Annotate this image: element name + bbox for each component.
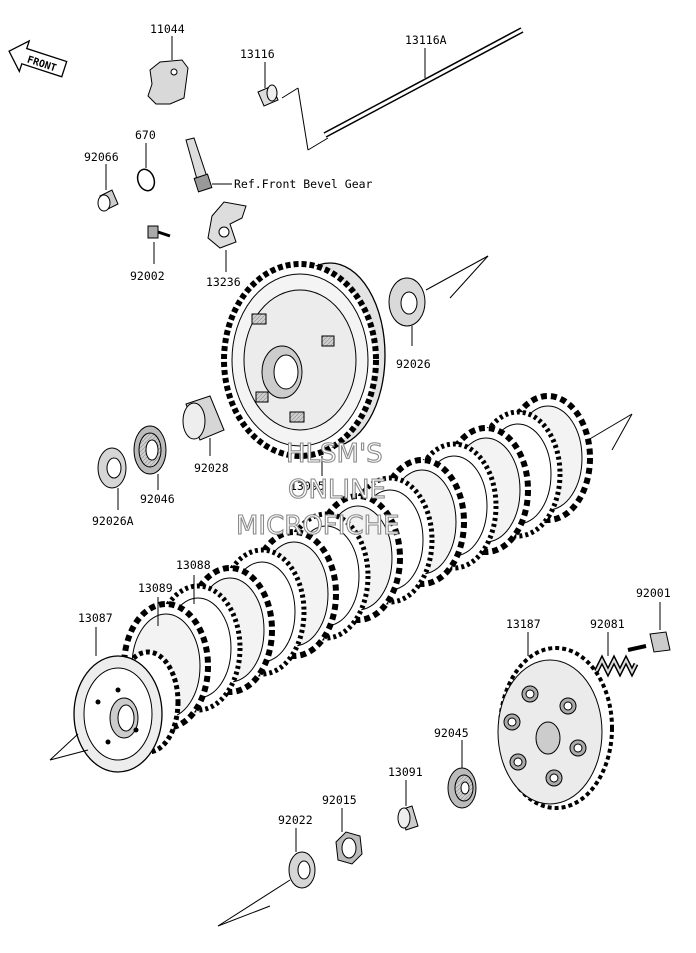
label-13089: 13089 xyxy=(138,581,173,595)
label-92045: 92045 xyxy=(434,726,469,740)
label-92028: 92028 xyxy=(194,461,229,475)
label-11044: 11044 xyxy=(150,22,185,36)
bearing-92045 xyxy=(447,740,477,809)
label-13095: 13095 xyxy=(290,479,325,493)
bolt-92001 xyxy=(627,602,671,653)
front-arrow-icon: FRONT xyxy=(8,39,68,78)
label-13116A: 13116A xyxy=(405,33,447,47)
lever-13236 xyxy=(207,201,247,272)
label-92081: 92081 xyxy=(590,617,625,631)
label-92015: 92015 xyxy=(322,793,357,807)
watermark-line-2: ONLINE xyxy=(288,475,386,505)
nut-92015 xyxy=(335,808,363,865)
label-13091: 13091 xyxy=(388,765,423,779)
sleeve-92028 xyxy=(182,395,225,456)
pressure-plate-13187 xyxy=(497,632,614,810)
oring-670 xyxy=(136,143,156,192)
washer-92026A xyxy=(97,447,127,510)
label-670: 670 xyxy=(135,128,156,142)
spring-92081 xyxy=(593,632,639,678)
label-13087: 13087 xyxy=(78,611,113,625)
watermark-line-3: MICROFICHE xyxy=(236,511,400,541)
pushrod-13116A xyxy=(323,27,524,138)
plug-92066 xyxy=(97,164,119,212)
ref-note: Ref.Front Bevel Gear xyxy=(234,177,373,191)
label-92001: 92001 xyxy=(636,586,671,600)
washer-92026 xyxy=(388,255,489,346)
bolt-92002 xyxy=(147,225,171,264)
needle-bearing-92046 xyxy=(133,425,167,490)
label-13187: 13187 xyxy=(506,617,541,631)
washer-92022 xyxy=(217,828,316,927)
watermark: HLSM'S ONLINE MICROFICHE xyxy=(235,438,400,541)
bushing-13116 xyxy=(257,62,329,151)
label-92026: 92026 xyxy=(396,357,431,371)
label-13088: 13088 xyxy=(176,558,211,572)
label-92022: 92022 xyxy=(278,813,313,827)
clutch-housing-13095 xyxy=(221,261,386,476)
label-13236: 13236 xyxy=(206,275,241,289)
label-13116: 13116 xyxy=(240,47,275,61)
label-92046: 92046 xyxy=(140,492,175,506)
clutch-plate-stack xyxy=(121,393,633,731)
label-92002: 92002 xyxy=(130,269,165,283)
shift-shaft xyxy=(185,137,232,193)
watermark-line-1: HLSM'S xyxy=(286,439,383,469)
pin-13091 xyxy=(397,780,419,831)
bracket-11044 xyxy=(147,36,189,105)
clutch-hub-13087 xyxy=(49,627,181,773)
label-92066: 92066 xyxy=(84,150,119,164)
label-92026A: 92026A xyxy=(92,514,134,528)
